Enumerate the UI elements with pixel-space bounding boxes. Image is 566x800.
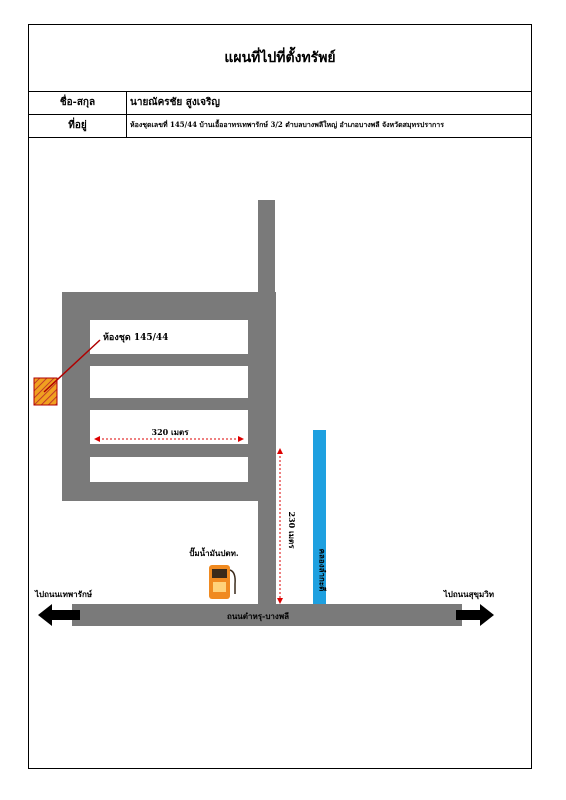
address-row: ที่อยู่ ห้องชุดเลขที่ 145/44 บ้านเอื้ออา… (29, 114, 531, 138)
document-title: แผนที่ไปที่ตั้งทรัพย์ (224, 50, 336, 66)
lot-4 (90, 457, 248, 482)
canal (313, 430, 326, 604)
canal-label: คลองลำกะดี (318, 549, 328, 592)
right-arrow-icon (456, 604, 494, 626)
document-frame: แผนที่ไปที่ตั้งทรัพย์ ชื่อ-สกุล นายณัครช… (28, 24, 532, 769)
arrowhead-down (277, 598, 283, 604)
owner-value: นายณัครชัย สูงเจริญ (130, 97, 220, 108)
north-road (258, 200, 275, 300)
lot-3 (90, 410, 248, 444)
left-direction-label: ไปถนนเทพารักษ์ (34, 589, 93, 599)
address-value: ห้องชุดเลขที่ 145/44 บ้านเอื้ออาทรเทพารั… (130, 120, 444, 129)
unit-label: ห้องชุด 145/44 (103, 332, 168, 343)
gas-pump-icon (209, 565, 236, 599)
access-road (258, 500, 276, 606)
title-row: แผนที่ไปที่ตั้งทรัพย์ (29, 25, 531, 92)
arrowhead-left (94, 436, 100, 442)
main-road (72, 604, 462, 626)
lot-2 (90, 366, 248, 398)
vertical-distance-label: 230 เมตร (287, 512, 297, 550)
lot-1 (90, 320, 248, 354)
gas-station-label: ปั๊มน้ำมันปตท. (189, 547, 239, 558)
pointer-line (43, 339, 101, 393)
horizontal-distance-label: 320 เมตร (152, 427, 190, 437)
building-lots (90, 320, 248, 482)
owner-label: ชื่อ-สกุล (29, 91, 127, 114)
main-road-label: ถนนตำหรุ-บางพลี (227, 611, 289, 622)
arrowhead-right (238, 436, 244, 442)
address-label: ที่อยู่ (29, 114, 127, 137)
left-arrow-icon (38, 604, 80, 626)
owner-row: ชื่อ-สกุล นายณัครชัย สูงเจริญ (29, 91, 531, 115)
arrowhead-up (277, 448, 283, 454)
right-direction-label: ไปถนนสุขุมวิท (443, 589, 494, 600)
